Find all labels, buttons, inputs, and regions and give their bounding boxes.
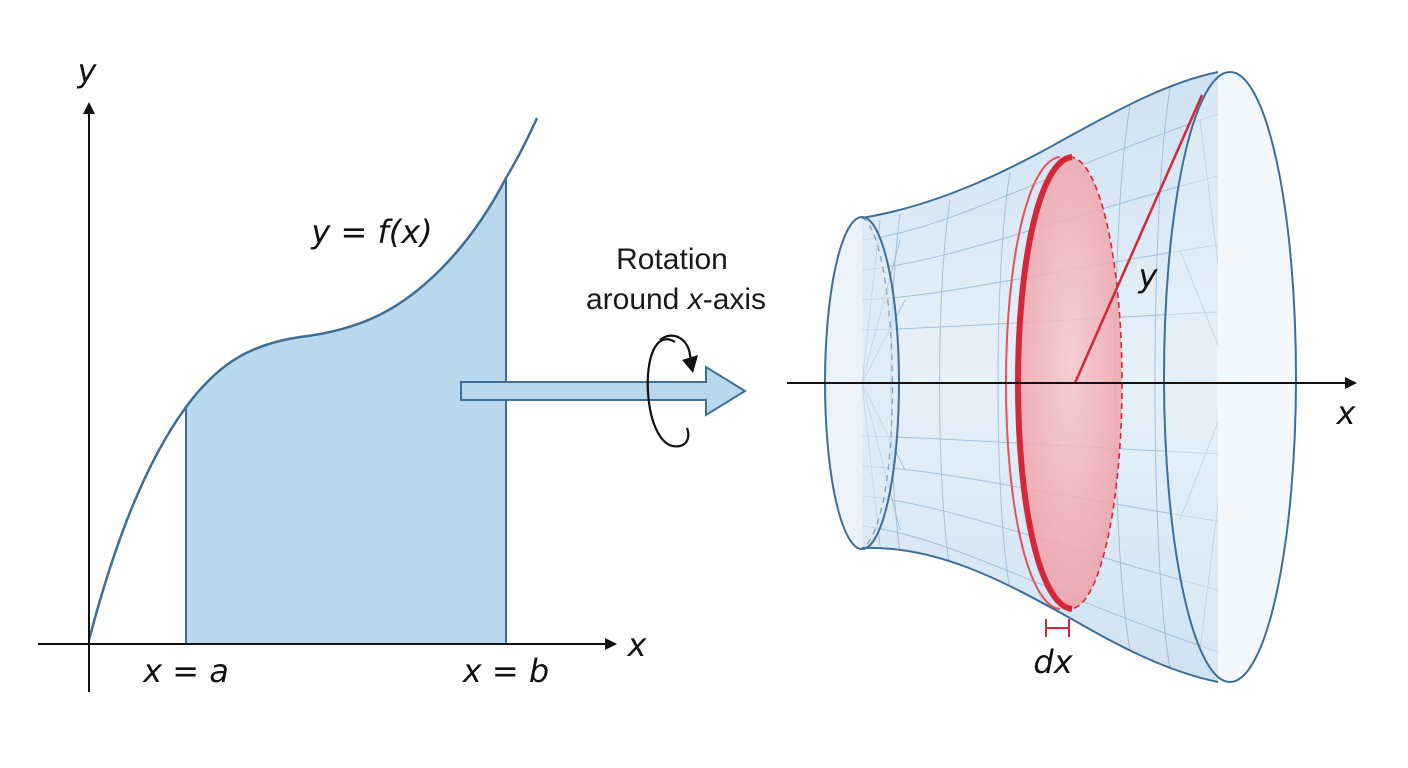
rotation-icon [646, 334, 698, 448]
rotation-caption-line2: around x-axis [586, 283, 766, 316]
rotation-x-axis-label: x [1336, 394, 1357, 432]
dx-bracket [1045, 619, 1070, 637]
radius-line [1073, 94, 1204, 384]
solid-of-revolution: y x dx [787, 71, 1357, 683]
upper-bound-label: x = b [462, 652, 549, 690]
function-curve [87, 117, 539, 641]
rotation-caption-line1: Rotation [616, 243, 728, 276]
y-axis-label: y [77, 52, 98, 90]
curve-label: y = f(x) [310, 213, 432, 251]
radius-label: y [1138, 257, 1159, 295]
lower-bound-label: x = a [142, 652, 229, 690]
right-end-cap [1163, 71, 1297, 683]
x-axis-label: x [627, 626, 648, 664]
transform-arrow [460, 365, 747, 417]
dx-label: dx [1033, 643, 1073, 681]
rotation-transition: Rotation around x-axis [460, 243, 766, 448]
left-graph: y x y = f(x) x = a x = b [38, 52, 648, 692]
